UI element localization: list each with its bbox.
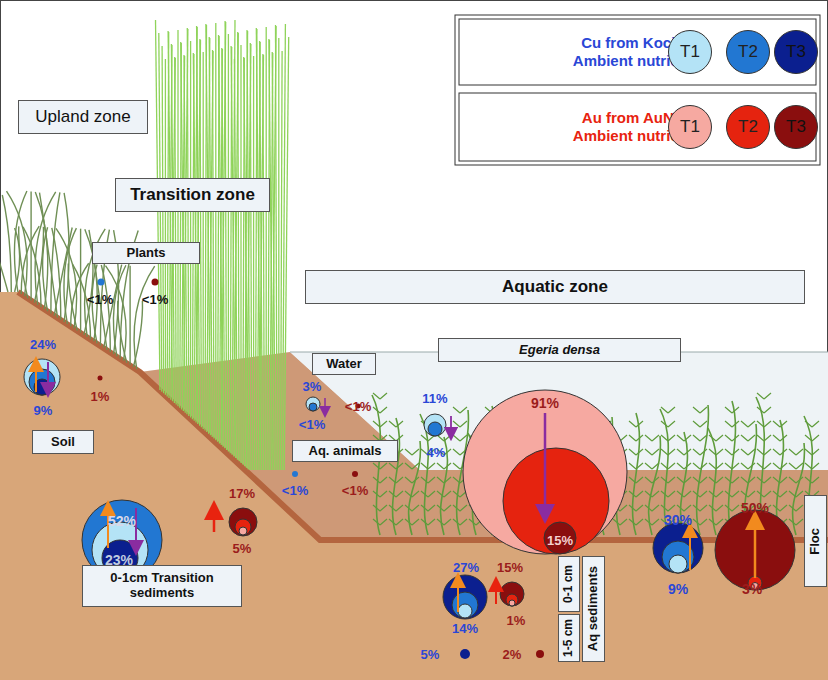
zone-label: Egeria densa	[519, 343, 600, 358]
zone-label: Aq. animals	[309, 444, 382, 459]
percentage-callout: 23%	[105, 552, 133, 568]
zone-label: 0-1cm Transition sediments	[87, 571, 237, 601]
percentage-callout: 5%	[421, 647, 440, 662]
zone-label: Soil	[51, 435, 75, 450]
zone-label: Aq sediments	[586, 566, 601, 651]
percentage-callout: 52%	[108, 513, 136, 529]
percentage-callout: <1%	[282, 483, 308, 498]
legend-text: T2	[738, 42, 758, 62]
percentage-callout: <1%	[142, 292, 168, 307]
percentage-callout: 14%	[452, 621, 478, 636]
percentage-callout: 9%	[34, 403, 53, 418]
zone-label: Floc	[808, 528, 823, 555]
vertical-label-box: Aq sediments	[582, 556, 605, 662]
percentage-callout: 11%	[422, 391, 447, 406]
percentage-callout: 4%	[427, 445, 446, 460]
zone-label: 1-5 cm	[562, 619, 576, 657]
zone-label: 0-1 cm	[562, 565, 576, 603]
zone-label-box: Plants	[92, 242, 200, 264]
vertical-label-box: 0-1 cm	[558, 556, 580, 612]
percentage-callout: 9%	[668, 581, 688, 597]
legend-swatch: T3	[774, 30, 818, 74]
legend-text: T3	[786, 42, 806, 62]
percentage-callout: 2%	[503, 647, 522, 662]
percentage-callout: 27%	[453, 560, 479, 575]
zone-label: Aquatic zone	[502, 277, 608, 297]
legend-text: T1	[680, 42, 700, 62]
percentage-callout: <1%	[87, 292, 113, 307]
percentage-callout: <1%	[345, 399, 371, 414]
legend-swatch: T1	[668, 30, 712, 74]
vertical-label-box: Floc	[804, 495, 827, 587]
zone-label-box: Aq. animals	[292, 440, 398, 462]
percentage-callout: 24%	[30, 337, 56, 352]
zone-label: Water	[326, 357, 362, 372]
zone-label-box: Soil	[32, 430, 94, 454]
percentage-callout: 1%	[507, 613, 526, 628]
percentage-callout: 30%	[664, 512, 692, 528]
zone-label-box: 0-1cm Transition sediments	[82, 565, 242, 607]
percentage-callout: 3%	[303, 379, 322, 394]
legend-swatch: T2	[726, 105, 770, 149]
zone-label-box: Egeria densa	[438, 338, 681, 362]
legend-swatch: T1	[668, 105, 712, 149]
percentage-callout: 50%	[741, 500, 769, 516]
percentage-callout: 15%	[547, 533, 573, 548]
percentage-callout: 15%	[497, 560, 523, 575]
percentage-callout: 17%	[229, 486, 255, 501]
zone-label-box: Aquatic zone	[305, 270, 805, 304]
percentage-callout: 3%	[742, 581, 762, 597]
legend-text: T2	[738, 117, 758, 137]
zone-label-box: Water	[312, 353, 376, 375]
vertical-label-box: 1-5 cm	[558, 614, 580, 662]
percentage-callout: <1%	[342, 483, 368, 498]
zone-label-box: Upland zone	[18, 100, 148, 134]
percentage-callout: 1%	[91, 389, 110, 404]
zone-label: Upland zone	[35, 107, 130, 127]
legend-text: T3	[786, 117, 806, 137]
zone-label-box: Transition zone	[115, 178, 270, 212]
percentage-callout: <1%	[299, 417, 325, 432]
percentage-callout: 5%	[233, 541, 252, 556]
legend-swatch: T3	[774, 105, 818, 149]
legend-text: T1	[680, 117, 700, 137]
zone-label: Transition zone	[130, 185, 255, 205]
percentage-callout: 91%	[531, 395, 559, 411]
zone-label: Plants	[126, 246, 165, 261]
legend-swatch: T2	[726, 30, 770, 74]
